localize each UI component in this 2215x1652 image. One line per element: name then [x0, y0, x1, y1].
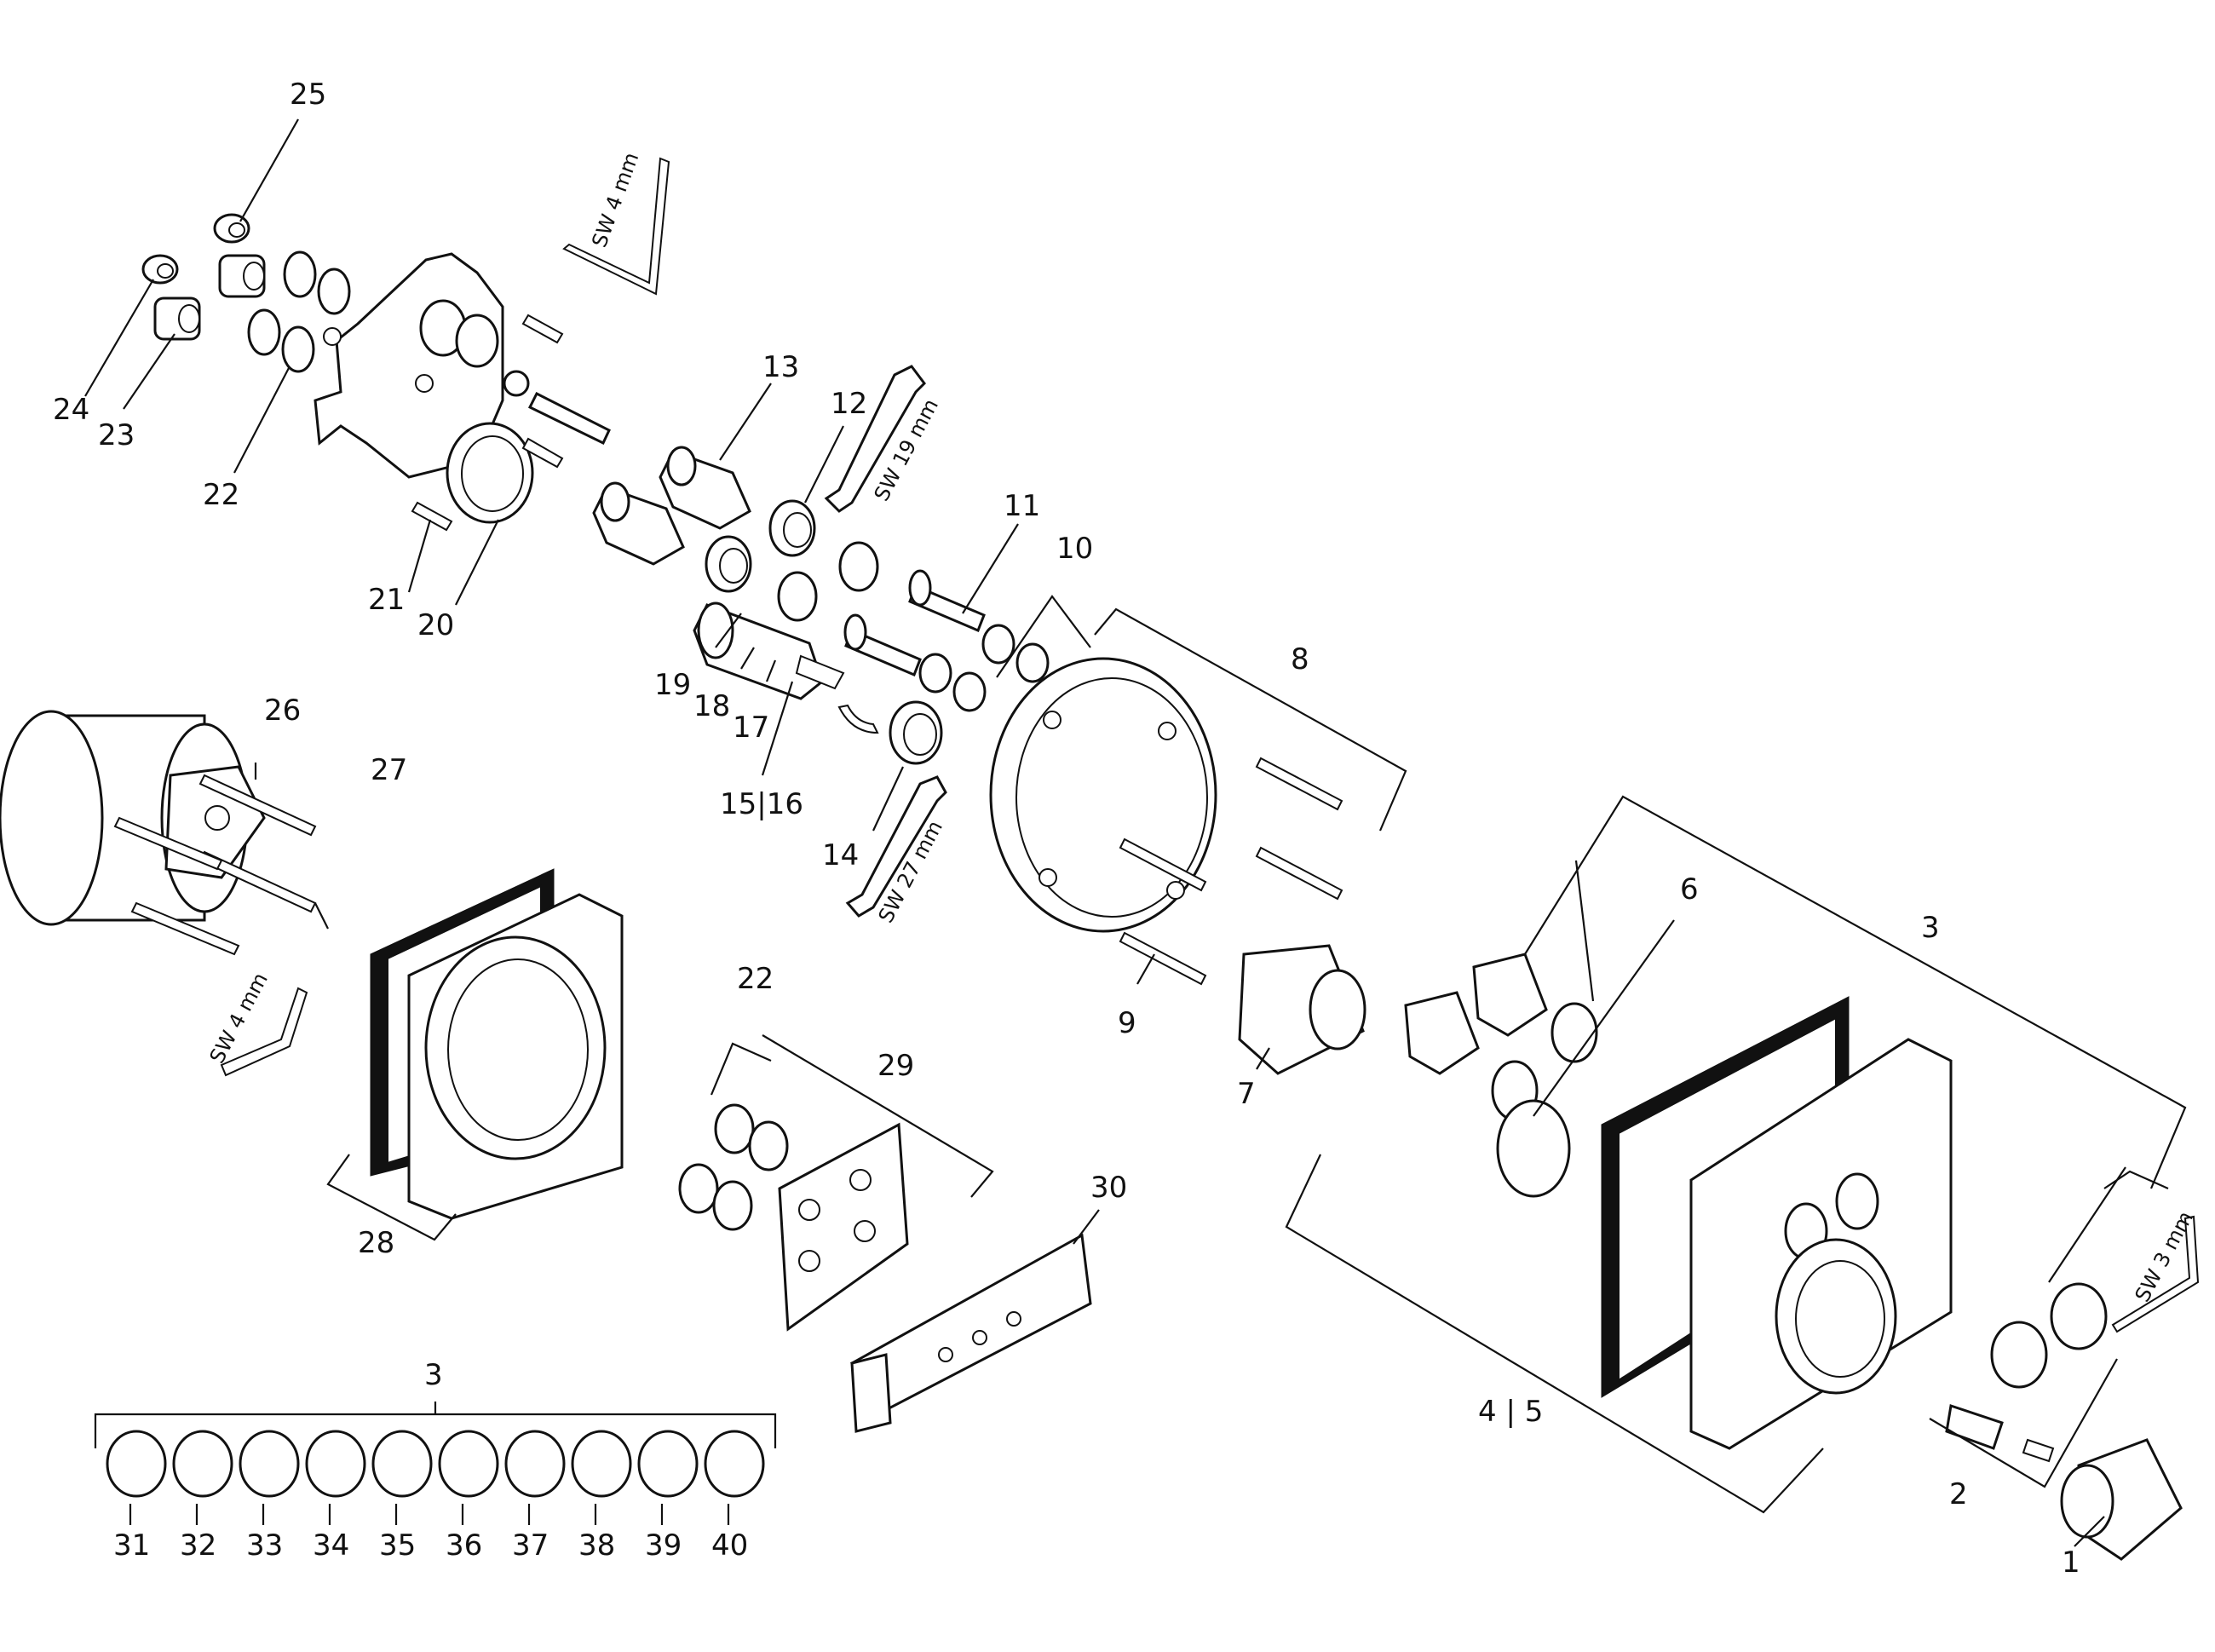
label-18: 18	[693, 689, 730, 723]
label-22: 22	[203, 478, 239, 512]
part-24-nut	[141, 254, 179, 285]
allen-key-icon: SW 4 mm	[205, 969, 308, 1077]
allen-key-icon: SW 3 mm	[2111, 1207, 2200, 1333]
label-37: 37	[512, 1528, 549, 1563]
part-30-bracket	[850, 1233, 1092, 1433]
label-17: 17	[733, 711, 769, 745]
label-36: 36	[446, 1528, 482, 1563]
label-27: 27	[371, 753, 407, 787]
button-row	[106, 1430, 765, 1498]
allen-key-icon: SW 4 mm	[562, 149, 670, 296]
label-39: 39	[645, 1528, 682, 1563]
thermostatic-cartridge-icon	[693, 602, 845, 700]
label-26: 26	[264, 694, 301, 728]
label-23: 23	[98, 418, 135, 452]
label-20: 20	[417, 608, 454, 642]
label-29: 29	[877, 1049, 914, 1083]
label-22-lower: 22	[737, 962, 774, 996]
part-12-ring	[705, 499, 816, 593]
part-23-sleeve	[153, 296, 201, 341]
label-24: 24	[53, 393, 89, 427]
part-9-screw	[1119, 931, 1207, 986]
label-8: 8	[1291, 642, 1309, 676]
label-6: 6	[1680, 872, 1699, 907]
label-19: 19	[654, 668, 691, 702]
label-28: 28	[358, 1226, 394, 1260]
part-29-mounting-plate	[778, 1122, 909, 1332]
part-27-screws	[113, 774, 317, 956]
label-9: 9	[1118, 1006, 1136, 1040]
part-26-rough-in-housing	[0, 710, 266, 926]
label-32: 32	[180, 1528, 216, 1563]
push-button-icon	[1990, 1282, 2108, 1389]
label-30: 30	[1090, 1171, 1127, 1205]
part-13-check-valves	[592, 446, 751, 566]
part-25-nut	[213, 213, 250, 244]
label-11: 11	[1004, 489, 1040, 523]
leader-lines	[84, 118, 2187, 1547]
svg-text:SW 4 mm: SW 4 mm	[587, 149, 643, 250]
part-22-orings-top	[247, 250, 351, 373]
part-adapters	[1404, 953, 1548, 1075]
label-21: 21	[368, 583, 405, 617]
cover-plate-icon	[1689, 1038, 1953, 1450]
label-13: 13	[762, 350, 799, 384]
label-2: 2	[1949, 1477, 1968, 1511]
label-15-16: 15|16	[720, 787, 803, 821]
part-8-screws	[1119, 757, 1343, 901]
label-33: 33	[246, 1528, 283, 1563]
part-screws-body	[411, 314, 564, 532]
label-3-bottom: 3	[424, 1358, 443, 1392]
part-22-orings-bottom	[678, 1103, 789, 1231]
label-1: 1	[2062, 1546, 2080, 1580]
part-14-nut	[837, 700, 943, 765]
part-2-spindle	[1945, 1404, 2055, 1463]
part-number-labels: 25 24 23 22 21 20 13 12 11 10 8 19 18 17…	[53, 78, 2080, 1580]
label-12: 12	[831, 387, 867, 421]
knob-icon	[2060, 1438, 2183, 1561]
label-31: 31	[113, 1528, 150, 1563]
part-springs	[777, 541, 879, 622]
label-14: 14	[822, 838, 859, 872]
label-7: 7	[1237, 1077, 1256, 1111]
part-10-rings	[918, 624, 1050, 712]
part-6-seal-rings	[1491, 1002, 1598, 1198]
label-34: 34	[313, 1528, 349, 1563]
label-35: 35	[379, 1528, 416, 1563]
part-28-installation-frame	[370, 868, 624, 1220]
part-pin-rod	[503, 370, 611, 446]
label-10: 10	[1056, 532, 1093, 566]
part-20-valve-body	[314, 252, 534, 524]
label-38: 38	[578, 1528, 615, 1563]
label-40: 40	[711, 1528, 748, 1563]
label-4-5: 4 | 5	[1478, 1395, 1543, 1429]
part-sleeve-upper	[218, 254, 266, 298]
label-25: 25	[290, 78, 326, 112]
part-8-mounting-ring	[989, 657, 1217, 933]
part-7-extension	[1238, 944, 1366, 1075]
label-3-right: 3	[1921, 911, 1940, 945]
open-end-wrench-icon: SW 27 mm	[845, 775, 947, 927]
part-11-spindle	[843, 569, 986, 676]
